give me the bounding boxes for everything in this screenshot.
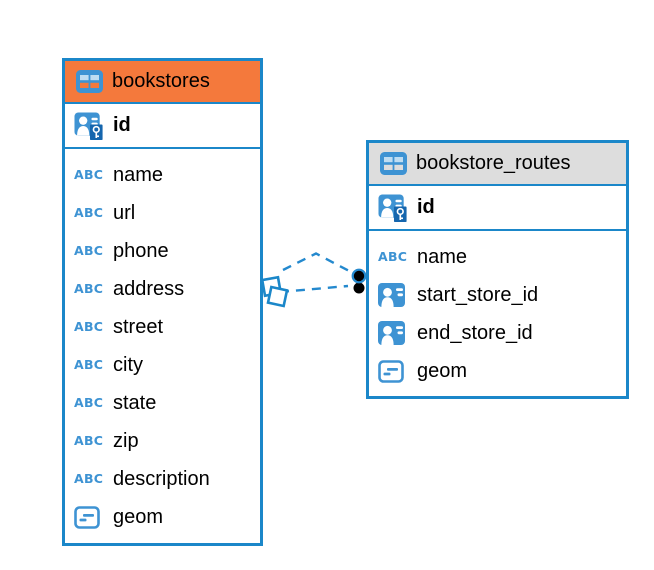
column-row-name[interactable]: ABC name: [65, 156, 260, 194]
column-row-city[interactable]: ABC city: [65, 346, 260, 384]
column-name: city: [113, 353, 143, 376]
relationship-link[interactable]: [279, 252, 352, 294]
icon-box: [378, 193, 409, 223]
icon-box: ABC: [74, 318, 105, 334]
icon-box: ABC: [74, 166, 105, 182]
column-name: name: [417, 245, 468, 268]
column-name: end_store_id: [417, 321, 533, 344]
column-row-phone[interactable]: ABC phone: [65, 232, 260, 270]
table-bookstore-routes[interactable]: bookstore_routes: [366, 140, 629, 399]
column-name: street: [113, 315, 164, 338]
text-abc-icon: ABC: [74, 280, 104, 296]
primary-key-name: id: [417, 196, 435, 218]
column-row-url[interactable]: ABC url: [65, 194, 260, 232]
geometry-icon: [378, 359, 404, 383]
table-icon: [380, 152, 407, 175]
column-name: state: [113, 391, 157, 414]
column-name: zip: [113, 429, 139, 452]
column-name: description: [113, 467, 210, 490]
text-abc-icon: ABC: [74, 166, 104, 182]
column-row-start_store_id[interactable]: start_store_id: [369, 276, 626, 314]
text-abc-icon: ABC: [378, 248, 408, 264]
table-title: bookstore_routes: [416, 152, 571, 174]
text-abc-icon: ABC: [74, 394, 104, 410]
column-name: geom: [417, 359, 468, 382]
column-row-description[interactable]: ABC description: [65, 460, 260, 498]
icon-box: [74, 505, 105, 529]
column-row-end_store_id[interactable]: end_store_id: [369, 314, 626, 352]
text-abc-icon: ABC: [74, 356, 104, 372]
column-name: geom: [113, 505, 164, 528]
icon-box: [378, 283, 409, 307]
text-abc-icon: ABC: [74, 242, 104, 258]
text-abc-icon: ABC: [74, 432, 104, 448]
icon-box: ABC: [74, 280, 105, 296]
icon-box: ABC: [378, 248, 409, 264]
column-row-geom[interactable]: geom: [65, 498, 260, 536]
icon-box: ABC: [74, 242, 105, 258]
relationship-dot-markers[interactable]: [351, 268, 367, 296]
icon-box: ABC: [74, 432, 105, 448]
table-title: bookstores: [112, 70, 210, 92]
icon-box: ABC: [74, 394, 105, 410]
column-row-zip[interactable]: ABC zip: [65, 422, 260, 460]
column-name: phone: [113, 239, 169, 262]
text-abc-icon: ABC: [74, 318, 104, 334]
table-header[interactable]: bookstores: [65, 61, 260, 104]
column-name: name: [113, 163, 164, 186]
primary-key-name: id: [113, 114, 131, 136]
reference-icon: [378, 321, 405, 345]
column-name: address: [113, 277, 185, 300]
icon-box: [378, 321, 409, 345]
icon-box: ABC: [74, 204, 105, 220]
reference-icon: [378, 283, 405, 307]
geometry-icon: [74, 505, 100, 529]
icon-box: [378, 359, 409, 383]
icon-box: [74, 111, 105, 141]
icon-box: ABC: [74, 356, 105, 372]
column-row-geom[interactable]: geom: [369, 352, 626, 390]
icon-box: ABC: [74, 470, 105, 486]
column-row-state[interactable]: ABC state: [65, 384, 260, 422]
table-icon: [76, 70, 103, 93]
relationship-diamond-markers[interactable]: [260, 275, 289, 308]
text-abc-icon: ABC: [74, 470, 104, 486]
text-abc-icon: ABC: [74, 204, 104, 220]
column-row-address[interactable]: ABC address: [65, 270, 260, 308]
column-row-pk[interactable]: id: [65, 104, 260, 149]
column-row-pk[interactable]: id: [369, 186, 626, 231]
column-row-street[interactable]: ABC street: [65, 308, 260, 346]
primary-key-icon: [378, 193, 407, 222]
primary-key-icon: [74, 111, 103, 140]
column-name: url: [113, 201, 136, 224]
column-row-name[interactable]: ABC name: [369, 238, 626, 276]
table-bookstores[interactable]: bookstores i: [62, 58, 263, 546]
column-name: start_store_id: [417, 283, 539, 306]
table-header[interactable]: bookstore_routes: [369, 143, 626, 186]
